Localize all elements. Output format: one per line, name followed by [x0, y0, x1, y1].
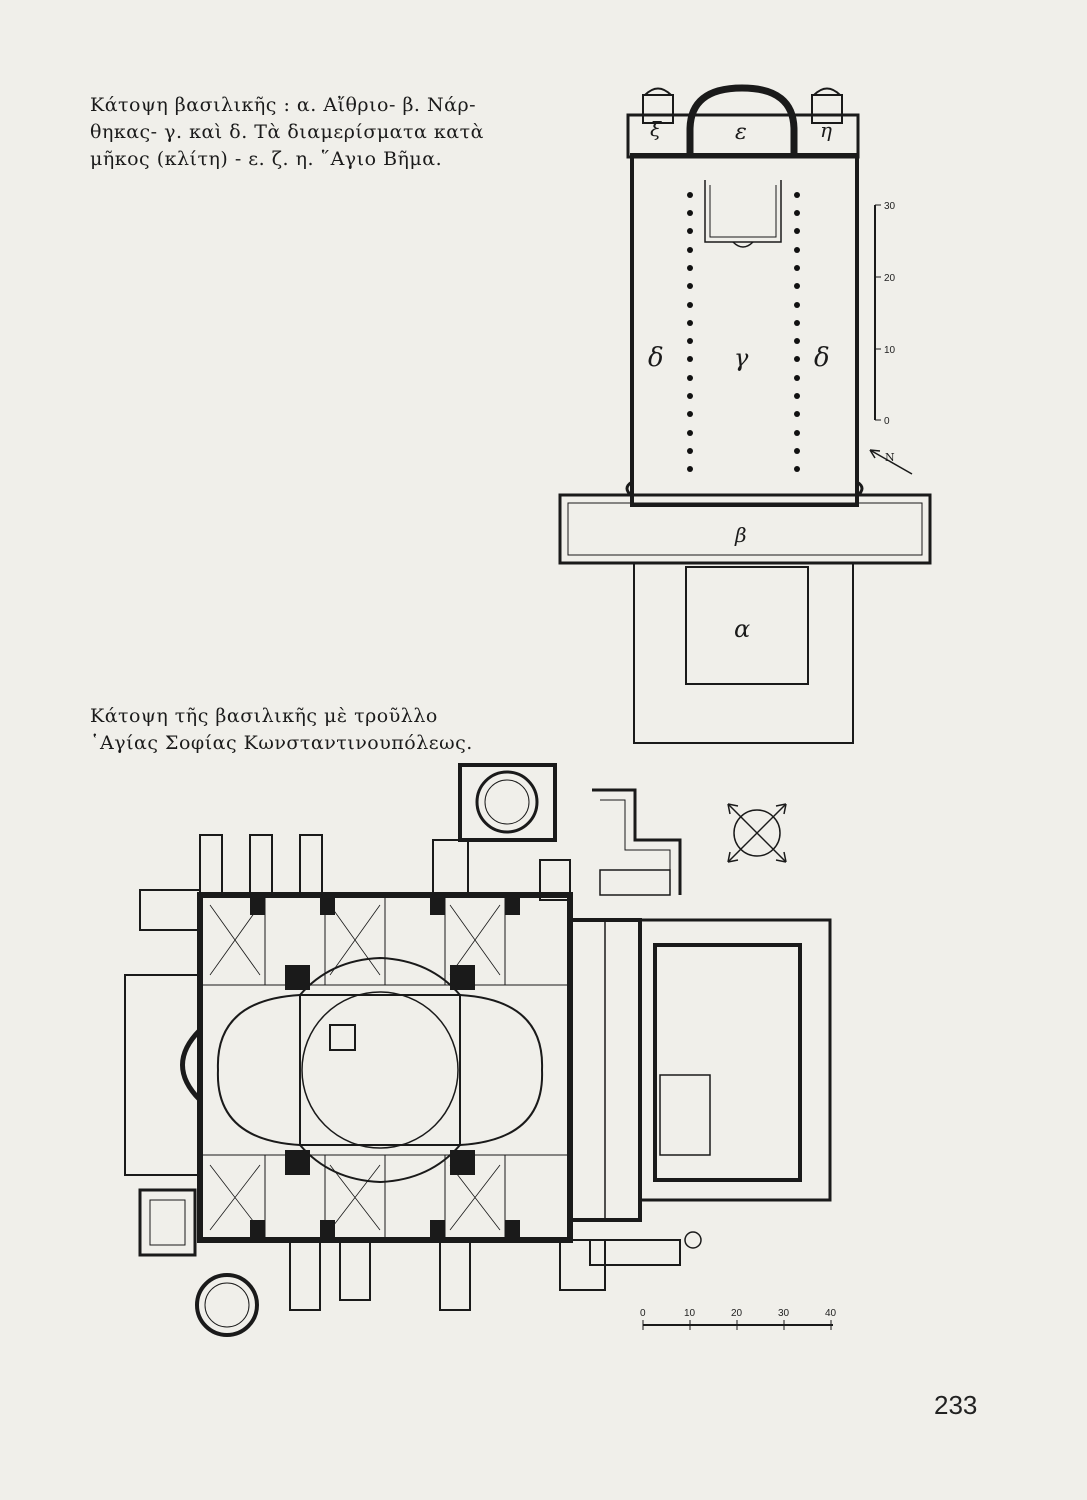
sophia-piers [250, 895, 520, 1240]
basilica-columns [687, 192, 800, 472]
hagia-sophia-caption-line-1: Κάτοψη τῆς βασιλικῆς μὲ τροῦλλο [90, 705, 438, 727]
sophia-scale-tick-0: 0 [640, 1308, 646, 1319]
hagia-sophia-caption: Κάτοψη τῆς βασιλικῆς μὲ τροῦλλο ῾Αγίας Σ… [90, 703, 480, 757]
sophia-scale-tick-30: 30 [778, 1308, 790, 1319]
label-atrium: α [734, 615, 750, 643]
north-label: N [885, 451, 895, 464]
sophia-scale-tick-20: 20 [731, 1308, 743, 1319]
sophia-scale-bar: 0 10 20 30 40 [640, 1308, 837, 1330]
basilica-caption-line-3: μῆκος (κλίτη) - ε. ζ. η. ῞Αγιο Βῆμα. [90, 148, 443, 170]
label-bema-right: η [820, 118, 832, 142]
sophia-scale-tick-10: 10 [684, 1308, 696, 1319]
hagia-sophia-caption-line-2: ῾Αγίας Σοφίας Κωνσταντινουπόλεως. [90, 732, 473, 754]
label-aisle-right: δ [814, 343, 830, 373]
basilica-caption: Κάτοψη βασιλικῆς : α. Αἴθριο- β. Νάρ- θη… [90, 92, 484, 173]
basilica-scale-tick-10: 10 [884, 345, 896, 356]
basilica-scale-tick-30: 30 [884, 201, 896, 212]
basilica-scale-tick-0: 0 [884, 416, 890, 427]
basilica-caption-line-1: Κάτοψη βασιλικῆς : α. Αἴθριο- β. Νάρ- [90, 94, 477, 116]
compass-rose-icon [727, 803, 787, 863]
basilica-scale-bar: 30 20 10 0 [874, 201, 896, 427]
sophia-scale-tick-40: 40 [825, 1308, 837, 1319]
label-narthex: β [734, 523, 747, 547]
label-nave: γ [734, 344, 749, 372]
label-bema-center: ε [735, 120, 747, 145]
label-bema-left: ξ [650, 117, 662, 141]
page-number: 233 [934, 1390, 978, 1420]
north-arrow-icon: N [869, 449, 913, 475]
label-aisle-left: δ [648, 343, 664, 373]
basilica-scale-tick-20: 20 [884, 273, 896, 284]
basilica-caption-line-2: θηκας- γ. καὶ δ. Τὰ διαμερίσματα κατὰ [90, 121, 484, 143]
